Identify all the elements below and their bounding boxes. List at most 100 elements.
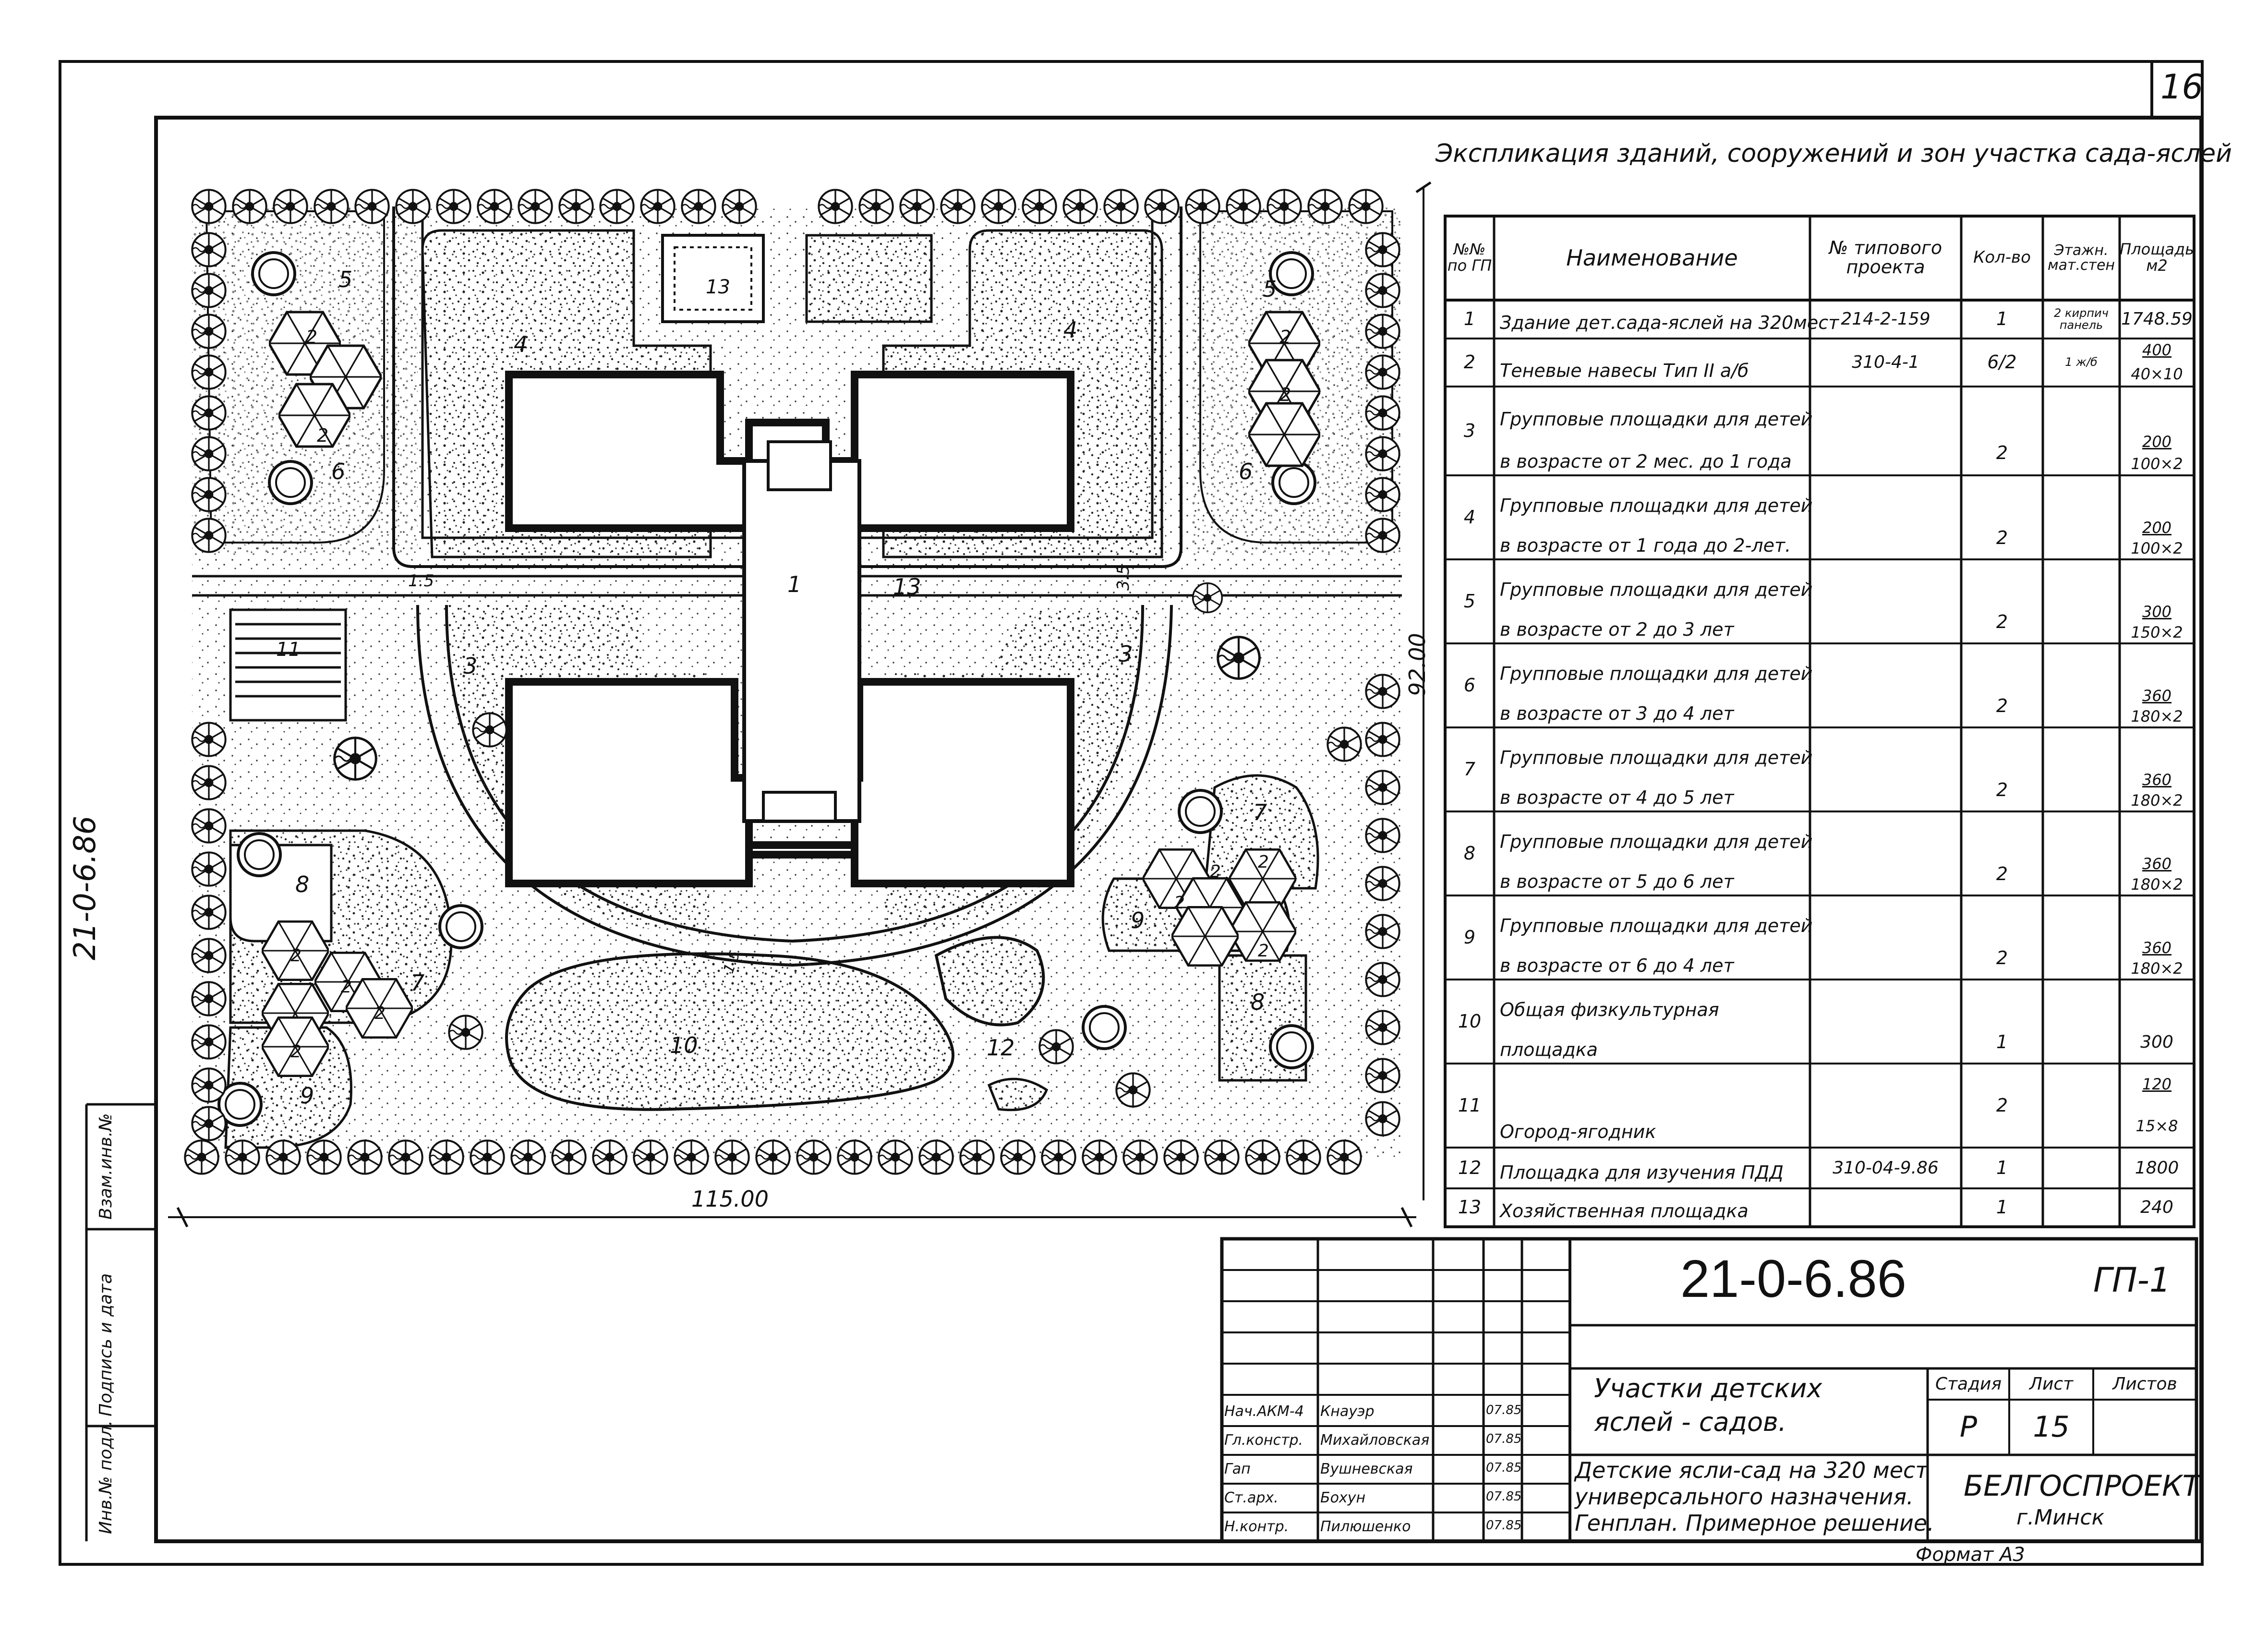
row-num: 4	[1463, 506, 1476, 528]
signatory-name: Михайловская	[1320, 1432, 1430, 1449]
explication-grid	[1444, 215, 2196, 1228]
canopy-label: 2	[1279, 384, 1291, 405]
zone-label-11: 11	[276, 639, 301, 661]
site-plan	[168, 181, 1432, 1228]
sheet-number: 16	[2160, 67, 2204, 107]
row-area-dims: 150×2	[2131, 623, 2183, 642]
row-qty: 6/2	[1987, 351, 2017, 373]
canopy-label: 2	[374, 1004, 386, 1023]
signatory-name: Бохун	[1320, 1489, 1366, 1506]
row-qty: 2	[1996, 863, 2008, 885]
row-project	[1811, 938, 1960, 980]
row-floors	[2044, 938, 2119, 980]
row-qty: 2	[1996, 695, 2008, 717]
canopy-label: 2	[306, 327, 318, 348]
zone-label-10: 10	[670, 1032, 698, 1058]
row-name-line2: в возрасте от 1 года до 2-лет.	[1500, 535, 1791, 556]
row-area: 200	[2142, 518, 2172, 537]
description-line-2: универсального назначения.	[1575, 1484, 1914, 1510]
row-floors	[2044, 602, 2119, 644]
zone-label-1: 1	[787, 571, 802, 597]
row-project: 310-4-1	[1852, 352, 1919, 373]
row-name: Общая физкультурная	[1500, 999, 1719, 1020]
signatory-role: Гап	[1224, 1461, 1251, 1477]
row-qty: 2	[1996, 527, 2008, 549]
sheet-header: Лист	[2029, 1374, 2074, 1394]
row-name-line2: в возрасте от 2 до 3 лет	[1500, 619, 1734, 640]
row-project	[1811, 1064, 1960, 1148]
row-qty: 2	[1996, 779, 2008, 801]
canopy-label: 2	[290, 1042, 302, 1062]
row-area: 300	[2140, 1032, 2173, 1052]
row-qty: 2	[1996, 611, 2008, 633]
vertical-document-code: 21-0-6.86	[67, 815, 102, 960]
row-name: Групповые площадки для детей	[1500, 408, 1813, 430]
canopy-label: 2	[1210, 862, 1221, 882]
signatory-date: 07.85	[1486, 1432, 1520, 1446]
canopy-label: 2	[1279, 327, 1291, 348]
format-label: Формат А3	[1916, 1544, 2025, 1566]
header-floors: Этажн. мат.стен	[2047, 242, 2115, 274]
row-area-dims: 180×2	[2131, 959, 2183, 978]
row-num: 7	[1463, 758, 1476, 780]
row-name-line2: в возрасте от 4 до 5 лет	[1500, 787, 1734, 808]
row-floors	[2044, 854, 2119, 896]
row-project	[1811, 1188, 1960, 1227]
row-name: Огород-ягодник	[1500, 1121, 1656, 1142]
signatory-date: 07.85	[1486, 1489, 1520, 1504]
row-name: Площадка для изучения ПДД	[1500, 1162, 1784, 1183]
row-name-line2: в возрасте от 2 мес. до 1 года	[1500, 451, 1792, 472]
row-area: 400	[2142, 341, 2172, 360]
zone-label-7-right: 7	[1253, 799, 1267, 825]
row-num: 9	[1463, 926, 1476, 948]
dimension-height: 92.00	[1404, 633, 1430, 696]
zone-label-3-left: 3	[463, 653, 478, 679]
zone-label-13-top: 13	[706, 276, 730, 298]
row-num: 6	[1463, 674, 1476, 696]
signatory-name: Кнауэр	[1320, 1403, 1375, 1420]
row-name-line2: площадка	[1500, 1039, 1598, 1060]
row-area: 360	[2142, 854, 2172, 873]
dimension-small-b: 3.5	[1114, 564, 1133, 591]
title-line-2: яслей - садов.	[1594, 1407, 1786, 1437]
row-floors	[2044, 1064, 2119, 1148]
row-area-dims: 180×2	[2131, 707, 2183, 726]
row-area-dims: 15×8	[2135, 1117, 2178, 1136]
stamp-label-replaced: Взам.инв.№	[96, 1113, 116, 1220]
header-area: Площадь м2	[2120, 240, 2194, 275]
row-floors: 1 ж/б	[2065, 355, 2098, 369]
zone-label-5-left: 5	[338, 266, 353, 292]
zone-label-9-left: 9	[300, 1083, 314, 1109]
signatory-date: 07.85	[1486, 1461, 1520, 1475]
canopy-label: 2	[1258, 941, 1269, 961]
row-floors	[2044, 518, 2119, 560]
row-area: 300	[2142, 602, 2172, 621]
row-area-dims: 100×2	[2131, 455, 2183, 473]
row-num: 3	[1463, 420, 1476, 441]
zone-label-6-left: 6	[331, 459, 346, 484]
signatory-date: 07.85	[1486, 1403, 1520, 1417]
zone-label-8-left: 8	[295, 871, 310, 897]
dimension-small-a: 1.5	[408, 571, 434, 591]
row-num: 2	[1463, 351, 1476, 373]
stamp-label-inventory: Инв.№ подл.	[96, 1420, 116, 1534]
stamp-label-signature: Подпись и дата	[96, 1273, 116, 1416]
document-code: 21-0-6.86	[1680, 1249, 1906, 1308]
row-name: Групповые площадки для детей	[1500, 663, 1813, 684]
row-project	[1811, 686, 1960, 728]
row-floors	[2044, 1188, 2119, 1227]
sheet-code: ГП-1	[2093, 1260, 2171, 1300]
dimension-width: 115.00	[691, 1186, 769, 1212]
row-qty: 2	[1996, 947, 2008, 969]
row-qty: 2	[1996, 442, 2008, 463]
zone-label-9-right: 9	[1131, 907, 1145, 933]
row-project: 310-04-9.86	[1833, 1158, 1939, 1178]
row-name: Групповые площадки для детей	[1500, 831, 1813, 852]
row-floors: 2 кирпич панель	[2054, 306, 2109, 332]
row-qty: 1	[1996, 1197, 2008, 1218]
row-area-dims: 100×2	[2131, 539, 2183, 558]
zone-label-4-right: 4	[1063, 317, 1078, 343]
organization: БЕЛГОСПРОЕКТ	[1964, 1469, 2200, 1503]
row-name: Здание дет.сада-яслей на 320мест	[1500, 312, 1839, 333]
